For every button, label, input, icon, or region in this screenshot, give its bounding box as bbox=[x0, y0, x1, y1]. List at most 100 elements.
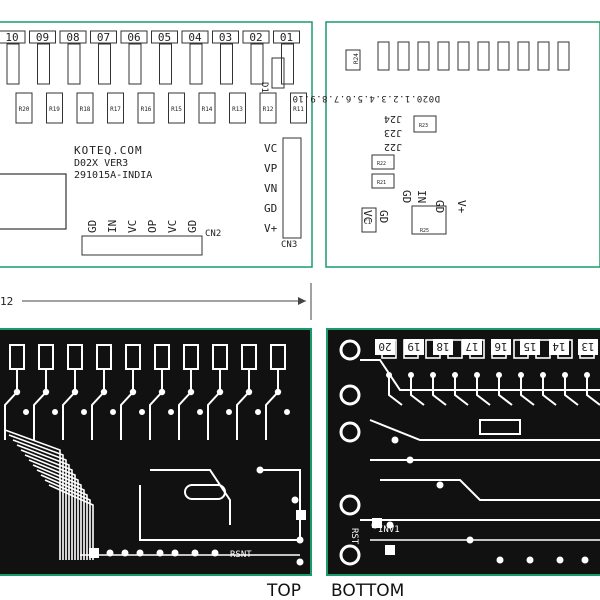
r24-label: R24 bbox=[353, 53, 360, 64]
header-pin-outline bbox=[67, 43, 81, 85]
pin-number-box bbox=[491, 339, 511, 355]
pin-number-box bbox=[404, 339, 424, 355]
header-number: 09 bbox=[36, 31, 49, 44]
header-number: 07 bbox=[97, 31, 110, 44]
pin-number-box bbox=[433, 339, 453, 355]
mirrored-pin-outline bbox=[437, 41, 450, 71]
pin-number: 20 bbox=[378, 340, 391, 353]
j22-label: J22 bbox=[384, 141, 402, 152]
pin-number: 15 bbox=[523, 340, 536, 353]
cn3-pin: VN bbox=[264, 182, 277, 195]
header-number: 10 bbox=[5, 31, 18, 44]
header-number: 02 bbox=[249, 31, 262, 44]
header-number-box bbox=[90, 30, 117, 44]
pin-in: IN bbox=[415, 190, 428, 203]
resistor-label: R17 bbox=[110, 106, 121, 113]
resistor-outline bbox=[168, 92, 185, 124]
sequence-text: D020.1.2.3.4.5.6.7.8.9.10 bbox=[292, 93, 440, 103]
cn2-pin: VC bbox=[166, 220, 179, 233]
dimension-line: 12 bbox=[0, 283, 312, 320]
pin-gd-3: GD bbox=[377, 210, 390, 223]
caption-top: TOP bbox=[266, 581, 301, 600]
r21-outline bbox=[371, 173, 395, 189]
r22-outline bbox=[371, 154, 395, 170]
mirrored-header-row bbox=[377, 41, 570, 71]
caption-bottom: BOTTOM bbox=[331, 581, 404, 600]
header-number-box bbox=[242, 30, 270, 44]
resistor-outline bbox=[76, 92, 94, 124]
resistor-outline bbox=[198, 92, 216, 124]
resistor-label: R15 bbox=[171, 106, 182, 113]
code-text: 291015A-INDIA bbox=[74, 170, 152, 181]
bottom-silkscreen-panel: R24 D020.1.2.3.4.5.6.7.8.9.10 J24 J23 J2… bbox=[292, 21, 600, 268]
cn3-label: CN3 bbox=[281, 240, 297, 250]
diode-label: D1 bbox=[259, 82, 269, 93]
header-pin-outline bbox=[189, 43, 203, 85]
mirrored-pin-outline bbox=[537, 41, 550, 71]
diode-outline bbox=[271, 57, 285, 89]
pin-vc: VC bbox=[361, 210, 374, 223]
pin-number: 14 bbox=[552, 340, 566, 353]
pin-gd-2: GD bbox=[433, 200, 446, 213]
rsnt-mark: RSNT bbox=[230, 550, 252, 560]
cn2-pin: VC bbox=[126, 220, 139, 233]
cn2-label: CN2 bbox=[205, 229, 221, 239]
mirrored-pin-outline bbox=[397, 41, 410, 71]
pin-number: 19 bbox=[407, 340, 420, 353]
header-pin-outline bbox=[281, 43, 294, 85]
r24-outline bbox=[345, 49, 361, 71]
j24-label: J24 bbox=[384, 113, 402, 124]
header-number: 01 bbox=[280, 31, 293, 44]
resistor-label: R13 bbox=[232, 106, 243, 113]
rst-mark: RST bbox=[349, 528, 359, 545]
resistor-outline bbox=[290, 92, 307, 124]
mirrored-pin-outline bbox=[517, 41, 530, 71]
resistor-label: R16 bbox=[141, 106, 152, 113]
mirrored-pin-outline bbox=[497, 41, 510, 71]
cn2-pin: OP bbox=[146, 219, 159, 233]
r22-label: R22 bbox=[377, 161, 386, 167]
chip-outline bbox=[0, 173, 67, 230]
header-number-box bbox=[29, 30, 56, 44]
cn2-pin: IN bbox=[106, 220, 119, 233]
resistor-outline bbox=[15, 92, 33, 124]
header-number-box bbox=[181, 30, 209, 44]
cn3-pin: GD bbox=[264, 202, 277, 215]
pin-number-box bbox=[578, 339, 598, 355]
r25-label: R25 bbox=[420, 228, 429, 234]
header-pin-outline bbox=[250, 43, 264, 85]
pcb-top-board: RSNT bbox=[0, 328, 312, 576]
header-number-box bbox=[151, 30, 178, 44]
resistor-outline bbox=[137, 92, 155, 124]
mirrored-pin-outline bbox=[477, 41, 490, 71]
resistor-label: R12 bbox=[263, 106, 274, 113]
resistor-label: R11 bbox=[293, 106, 304, 113]
pin-number-box bbox=[462, 339, 482, 355]
pin-number-box bbox=[549, 339, 569, 355]
pin-number-box bbox=[375, 339, 395, 355]
pin-vplus: V+ bbox=[455, 200, 468, 214]
header-pin-outline bbox=[128, 43, 142, 85]
resistor-label: R14 bbox=[202, 106, 213, 113]
mirrored-pin-outline bbox=[417, 41, 430, 71]
header-number: 06 bbox=[127, 31, 140, 44]
pin-gd-1: GD bbox=[400, 190, 413, 203]
header-pin-outline bbox=[6, 43, 20, 85]
header-number-box bbox=[273, 30, 300, 44]
header-number: 03 bbox=[219, 31, 232, 44]
resistor-outline bbox=[229, 92, 246, 124]
cn2-pin: GD bbox=[86, 220, 99, 233]
header-pin-outline bbox=[98, 43, 111, 85]
resistor-outline bbox=[46, 92, 63, 124]
r25-outline bbox=[411, 205, 447, 235]
pin-number: 13 bbox=[581, 340, 594, 353]
pin-number: 18 bbox=[436, 340, 449, 353]
header-number: 05 bbox=[158, 31, 171, 44]
c1-outline bbox=[361, 207, 377, 233]
